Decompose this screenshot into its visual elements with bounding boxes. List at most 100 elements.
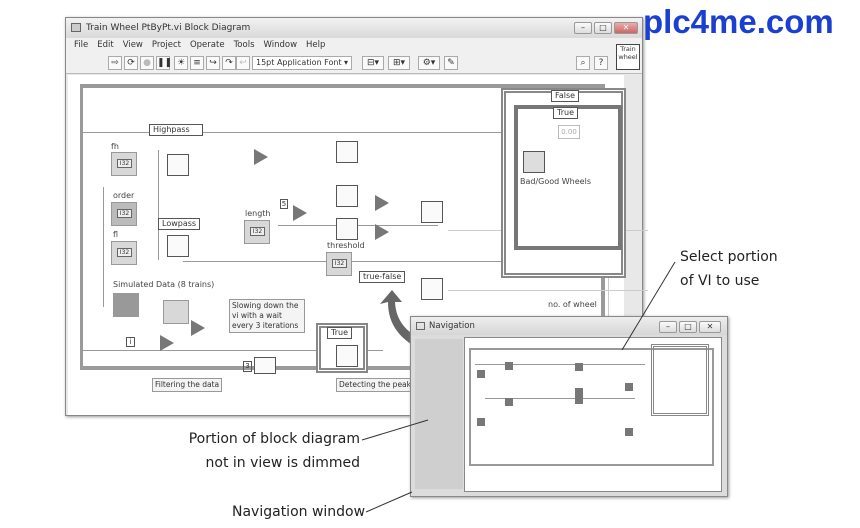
font-selector[interactable]: 15pt Application Font▾ [252,56,352,70]
fl-control[interactable]: I32 [111,241,137,265]
mini-node [625,383,633,391]
menu-file[interactable]: File [74,40,89,50]
highpass-ring[interactable]: Highpass [149,124,203,136]
simulated-data-label: Simulated Data (8 trains) [113,280,215,289]
wire [103,187,104,307]
minimize-button[interactable]: – [659,321,677,333]
case-selector-true[interactable]: True [553,107,578,119]
abort-icon[interactable]: ● [140,56,154,70]
case-selector[interactable]: True [327,327,352,339]
run-continuously-icon[interactable]: ⟳ [124,56,138,70]
lowpass-filter-node[interactable] [167,235,189,257]
true-false-ring[interactable]: true-false [359,271,406,283]
menu-help[interactable]: Help [306,40,326,50]
wait-node[interactable] [336,345,358,367]
peak-detector-node[interactable] [336,141,358,163]
numeric-type-icon: I32 [117,209,132,218]
title-bar: Train Wheel PtByPt.vi Block Diagram – □ … [66,18,642,38]
peak-detector-node[interactable] [336,185,358,207]
navigation-title: Navigation [429,321,475,331]
threshold-control[interactable]: I32 [326,252,352,276]
waveform-graph-terminal[interactable] [523,151,545,173]
mini-node [505,398,513,406]
simulated-data-control[interactable] [113,293,139,317]
retain-wire-values-icon[interactable]: ≡ [190,56,204,70]
pause-icon[interactable]: ❚❚ [156,56,173,70]
menu-window[interactable]: Window [263,40,298,50]
menu-project[interactable]: Project [151,40,181,50]
detecting-label: Detecting the peaks [336,378,418,392]
annotation-line: of VI to use [680,273,760,289]
order-label: order [113,191,135,200]
numeric-type-icon: I32 [250,227,265,236]
step-out-icon[interactable]: ↩ [236,56,250,70]
select-node[interactable] [421,278,443,300]
wire [158,150,159,260]
mini-node [505,362,513,370]
mini-node [625,428,633,436]
multiply-node [293,205,307,221]
reorder-icon[interactable]: ⚙▾ [418,56,440,70]
outer-case-structure[interactable]: False True 0.00 Bad/Good Wheels [501,88,626,278]
highpass-filter-node[interactable] [167,154,189,176]
run-icon[interactable]: ⇨ [108,56,122,70]
order-control[interactable]: I32 [111,202,137,226]
clean-up-diagram-icon[interactable]: ✎ [444,56,458,70]
numeric-type-icon: I32 [332,259,347,268]
wire [83,132,503,133]
filtering-label: Filtering the data [152,378,223,392]
fh-label: fh [111,142,119,151]
close-button[interactable]: ✕ [699,321,721,333]
distribute-objects-icon[interactable]: ⊞▾ [388,56,410,70]
to-dbl-node [254,149,268,165]
numeric-indicator: 0.00 [558,125,580,139]
menu-operate[interactable]: Operate [189,40,225,50]
maximize-button[interactable]: □ [679,321,697,333]
maximize-button[interactable]: □ [594,22,612,34]
navigation-title-bar: Navigation – □ ✕ [411,317,727,335]
mini-node [477,370,485,378]
step-over-icon[interactable]: ↷ [222,56,236,70]
menu-tools[interactable]: Tools [233,40,255,50]
lowpass-ring[interactable]: Lowpass [158,218,201,230]
minimize-button[interactable]: – [574,22,592,34]
search-icon[interactable]: ⌕ [576,56,590,70]
close-button[interactable]: ✕ [614,22,638,34]
inner-case-structure[interactable]: True 0.00 Bad/Good Wheels [514,105,622,250]
quotient-remainder-node[interactable] [254,357,276,374]
select-annotation: Select portion of VI to use [680,245,778,293]
wire [278,225,438,226]
navigation-window: Navigation – □ ✕ [410,316,728,497]
peak-detector-node[interactable] [336,218,358,240]
highlight-execution-icon[interactable]: ☀ [174,56,188,70]
align-objects-icon[interactable]: ⊟▾ [362,56,384,70]
annotation-line: Portion of block diagram [188,431,360,447]
select-node[interactable] [421,201,443,223]
help-icon[interactable]: ? [594,56,608,70]
case-selector-false[interactable]: False [551,90,580,102]
greater-than-node [375,224,389,240]
menu-bar: File Edit View Project Operate Tools Window Hel… [66,38,642,53]
annotation-line: Select portion [680,249,778,265]
mini-wire [475,364,645,365]
numeric-type-icon: I32 [117,248,132,257]
constant-3[interactable]: 3 [243,361,252,372]
fl-label: fl [113,230,119,239]
menu-view[interactable]: View [122,40,143,50]
navigation-visible-region[interactable] [464,337,722,492]
toolbar: ⇨ ⟳ ● ❚❚ ☀ ≡ ↪ ↷ ↩ 15pt Application Font… [66,44,642,74]
or-node [191,320,205,336]
step-into-icon[interactable]: ↪ [206,56,220,70]
mini-node [477,418,485,426]
chevron-down-icon: ▾ [343,58,348,67]
length-control[interactable]: I32 [244,220,270,244]
highpass-label: Highpass [149,124,203,136]
stop-button-terminal[interactable] [163,300,189,324]
constant-5[interactable]: 5 [280,199,288,209]
menu-edit[interactable]: Edit [97,40,114,50]
curved-arrow-icon [380,290,432,352]
wait-case-structure[interactable]: True [316,323,368,373]
font-selector-value: 15pt Application Font [256,58,342,67]
fh-control[interactable]: I32 [111,152,137,176]
